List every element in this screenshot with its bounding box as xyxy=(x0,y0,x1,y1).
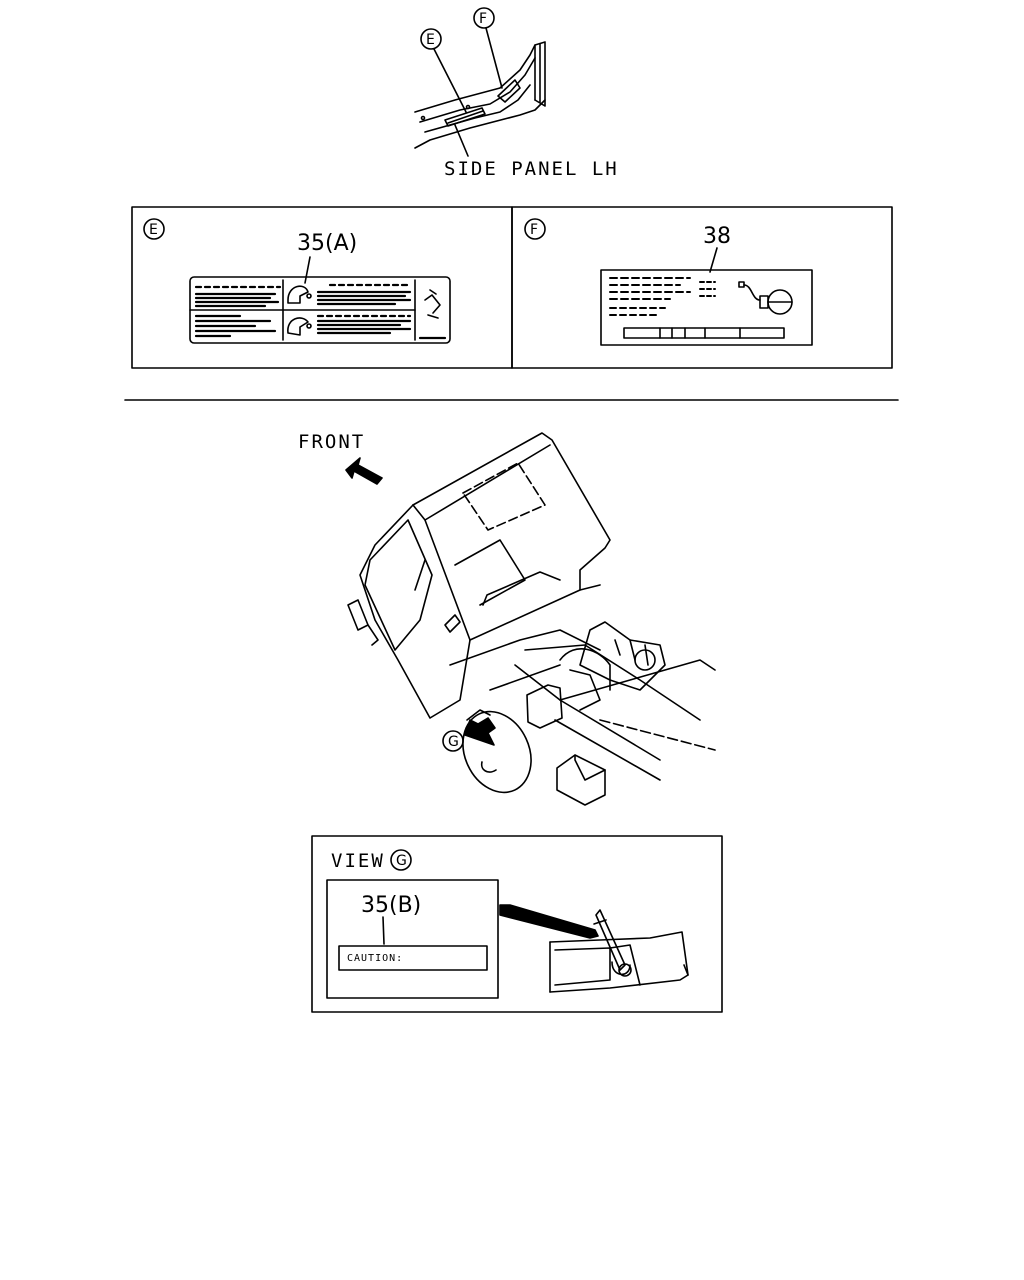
front-arrow xyxy=(345,457,383,485)
caution-label-text: CAUTION: xyxy=(347,953,403,964)
label-38-illustration xyxy=(600,247,813,346)
truck-illustration xyxy=(347,432,716,806)
side-panel-caption: SIDE PANEL LH xyxy=(444,158,619,180)
caution-label xyxy=(338,945,488,971)
view-g-callout: G xyxy=(396,853,407,869)
panel-e-callout: E xyxy=(149,222,158,238)
side-panel-illustration xyxy=(414,41,546,149)
label-35b-frame xyxy=(326,879,499,999)
panel-e-part-ref: 35(A) xyxy=(297,231,357,256)
panel-f-callout: F xyxy=(530,222,538,238)
view-g-title: VIEW xyxy=(331,850,385,872)
caption-leader xyxy=(454,124,469,157)
callout-f-letter: F xyxy=(479,11,487,27)
callout-g-marker xyxy=(442,730,464,752)
view-g-part-ref: 35(B) xyxy=(361,893,421,918)
panel-f-part-ref: 38 xyxy=(703,224,731,249)
front-direction-label: FRONT xyxy=(298,431,365,453)
callout-f-leader xyxy=(473,7,503,89)
label-location-illustration xyxy=(499,904,689,993)
panel-f-frame xyxy=(511,206,893,369)
callout-e-letter: E xyxy=(426,32,435,48)
callout-g-letter: G xyxy=(448,734,459,750)
callout-e-leader xyxy=(420,28,467,113)
view-g-frame xyxy=(311,835,723,1013)
label-35a-illustration xyxy=(189,256,451,344)
